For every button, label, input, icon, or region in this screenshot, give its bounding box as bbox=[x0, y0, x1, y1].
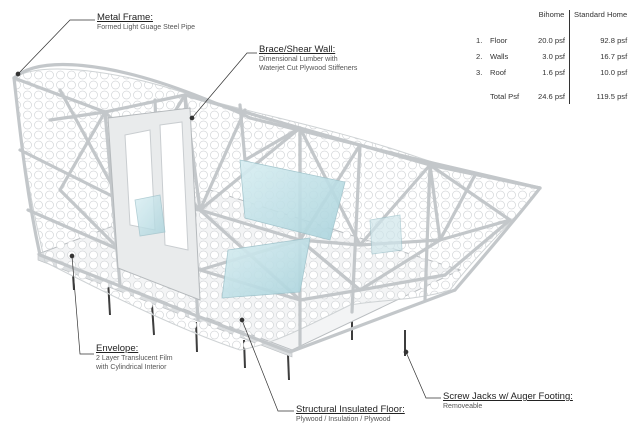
row-index: 2. bbox=[476, 51, 483, 61]
metal-frame-desc: Formed Light Guage Steel Pipe bbox=[97, 23, 196, 31]
row-label: Floor bbox=[490, 35, 508, 45]
row-bihome: 3.0 psf bbox=[542, 51, 566, 61]
brace-wall-title: Brace/Shear Wall: bbox=[259, 44, 336, 55]
brace-wall-desc-1: Dimensional Lumber with bbox=[259, 55, 338, 63]
callout-metal-frame: Metal Frame: Formed Light Guage Steel Pi… bbox=[97, 12, 195, 33]
row-index: 3. bbox=[476, 67, 483, 77]
envelope-title: Envelope: bbox=[96, 343, 139, 354]
row-label: Walls bbox=[490, 51, 509, 61]
total-label: Total Psf bbox=[490, 91, 520, 101]
floor-title: Structural Insulated Floor: bbox=[296, 404, 405, 415]
row-standard: 92.8 psf bbox=[569, 32, 632, 48]
table-row: 1. Floor 20.0 psf 92.8 psf bbox=[472, 32, 632, 48]
header-standard-home: Standard Home bbox=[569, 10, 632, 32]
row-standard: 10.0 psf bbox=[569, 64, 632, 80]
weight-comparison-table: Bihome Standard Home 1. Floor 20.0 psf 9… bbox=[472, 10, 632, 104]
row-index: 1. bbox=[476, 35, 483, 45]
envelope-desc-1: 2 Layer Translucent Film bbox=[96, 354, 173, 362]
table-total-row: Total Psf 24.6 psf 119.5 psf bbox=[472, 80, 632, 104]
floor-desc: Plywood / Insulation / Plywood bbox=[296, 415, 391, 423]
row-bihome: 20.0 psf bbox=[538, 35, 566, 45]
header-index bbox=[472, 10, 486, 32]
total-index bbox=[472, 80, 486, 104]
row-bihome: 1.6 psf bbox=[542, 67, 566, 77]
brace-wall-desc-2: Waterjet Cut Plywood Stiffeners bbox=[259, 64, 358, 72]
jacks-title: Screw Jacks w/ Auger Footing: bbox=[443, 391, 573, 402]
callout-structural-floor: Structural Insulated Floor: Plywood / In… bbox=[296, 404, 405, 425]
header-label bbox=[486, 10, 534, 32]
table-row: 3. Roof 1.6 psf 10.0 psf bbox=[472, 64, 632, 80]
table-row: 2. Walls 3.0 psf 16.7 psf bbox=[472, 48, 632, 64]
metal-frame-title: Metal Frame: bbox=[97, 12, 153, 23]
total-bihome: 24.6 psf bbox=[538, 91, 566, 101]
callout-brace-wall: Brace/Shear Wall: Dimensional Lumber wit… bbox=[259, 44, 357, 73]
leader-lines bbox=[15, 19, 441, 412]
header-bihome: Bihome bbox=[538, 10, 565, 19]
total-standard: 119.5 psf bbox=[569, 80, 632, 104]
jacks-desc: Removeable bbox=[443, 402, 483, 410]
callout-screw-jacks: Screw Jacks w/ Auger Footing: Removeable bbox=[443, 391, 573, 412]
row-standard: 16.7 psf bbox=[569, 48, 632, 64]
glazing bbox=[134, 159, 403, 299]
envelope-desc-2: with Cylindrical Interior bbox=[96, 363, 167, 371]
callout-envelope: Envelope: 2 Layer Translucent Film with … bbox=[96, 343, 173, 372]
table-header-row: Bihome Standard Home bbox=[472, 10, 632, 32]
row-label: Roof bbox=[490, 67, 507, 77]
